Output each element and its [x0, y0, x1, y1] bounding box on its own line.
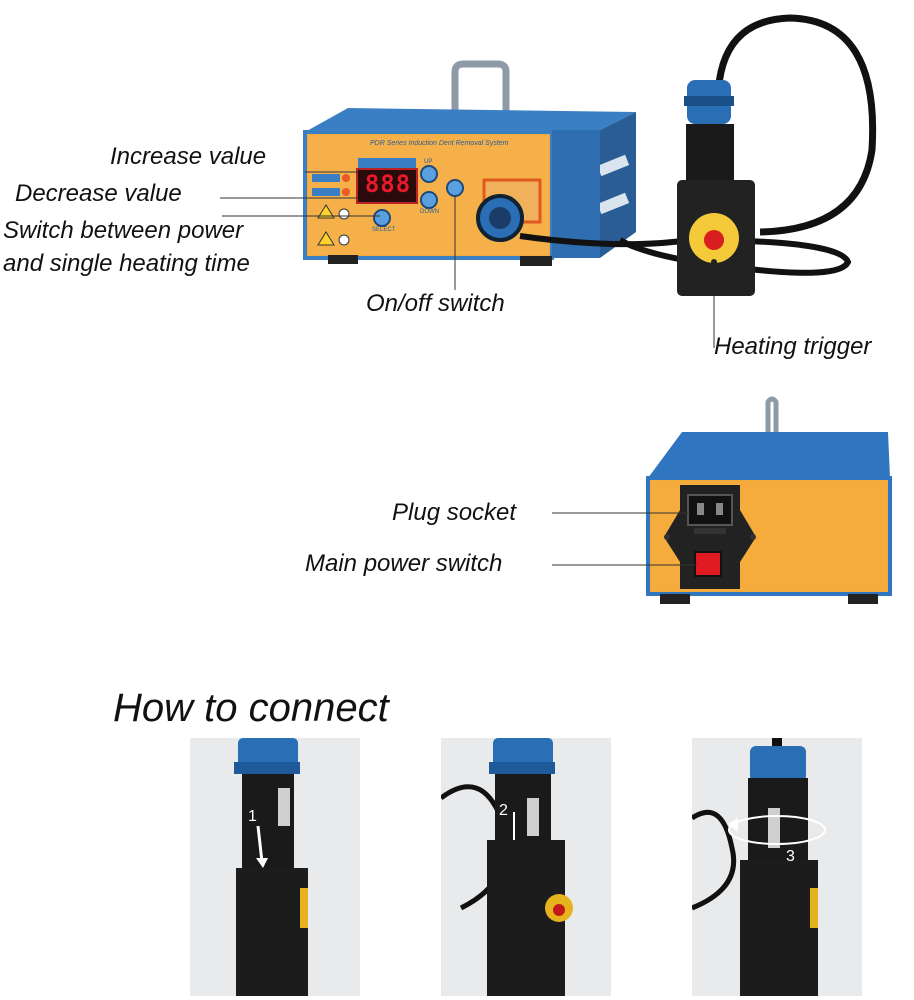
device-back-illustration [552, 396, 892, 604]
down-button [420, 191, 438, 209]
led-digits: 888 [364, 170, 412, 198]
system-title: PDR Series Induction Dent Removal System [370, 140, 509, 147]
back-handle [765, 396, 779, 452]
device-front-illustration [220, 14, 877, 348]
down-label: DOWN [420, 209, 439, 215]
led-display [356, 168, 418, 204]
case-top [305, 108, 636, 132]
step-1-photo: 1 [190, 738, 360, 996]
onoff-button [446, 179, 464, 197]
carry-handle [451, 60, 510, 135]
case-side [600, 112, 636, 258]
step-3-photo: 3 [692, 738, 862, 996]
callout-increase-value: Increase value [110, 143, 267, 170]
main-power-switch [694, 551, 722, 577]
select-button [373, 209, 391, 227]
step-2-number: 2 [499, 802, 508, 819]
heating-trigger-button [704, 230, 724, 250]
up-button [420, 165, 438, 183]
step-1-number: 1 [248, 808, 257, 825]
callout-heating-trigger: Heating trigger [714, 333, 872, 360]
callout-plug-socket: Plug socket [392, 499, 517, 526]
back-case-top [648, 432, 890, 478]
callout-decrease-value: Decrease value [15, 180, 182, 207]
plug-socket [687, 494, 733, 526]
up-label: UP [424, 159, 433, 165]
select-label: SELECT [372, 227, 396, 233]
callout-onoff-switch: On/off switch [366, 290, 505, 317]
callout-switch-line2: and single heating time [3, 250, 250, 277]
step-2-photo: 2 [441, 738, 611, 996]
step-3-number: 3 [786, 848, 795, 865]
callout-switch-line1: Switch between power [3, 217, 244, 244]
how-to-connect-title: How to connect [113, 686, 389, 730]
callout-main-power-switch: Main power switch [305, 550, 503, 577]
